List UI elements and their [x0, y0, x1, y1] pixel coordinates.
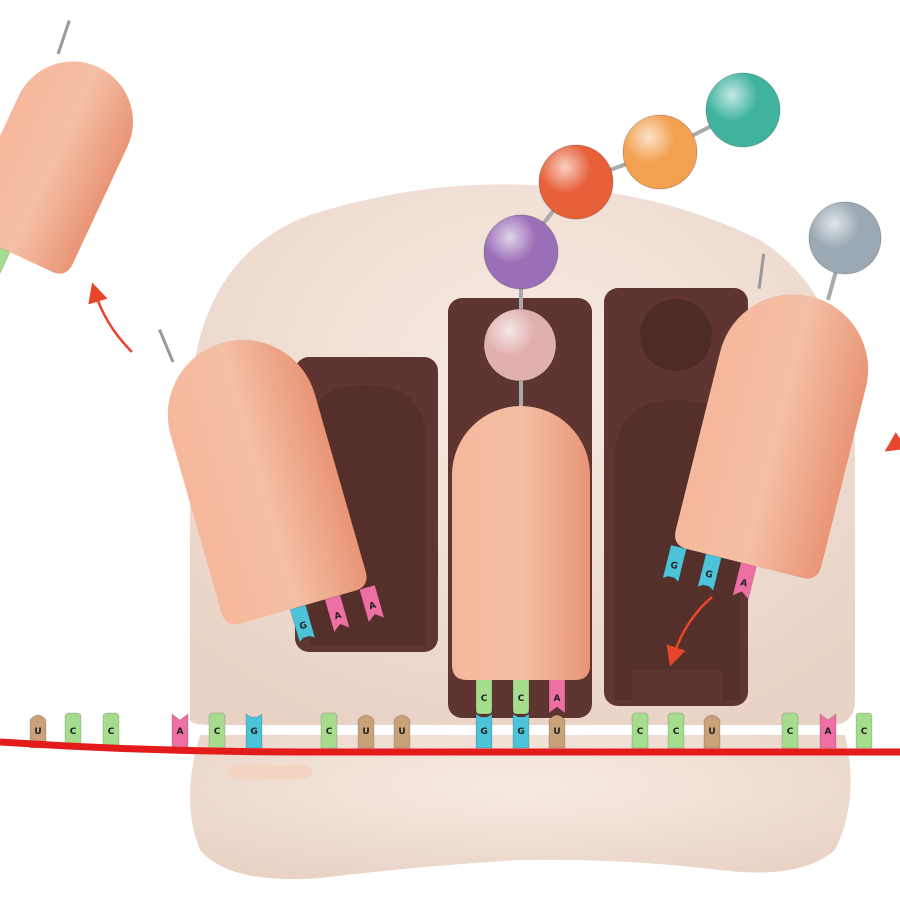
nucleotide-U: U	[548, 714, 566, 749]
nucleotide-C: C	[631, 712, 649, 749]
nucleotide-U: U	[703, 714, 721, 749]
nucleotide-letter: C	[108, 727, 115, 737]
nucleotide-C: C	[320, 712, 338, 749]
nucleotide-letter: A	[739, 578, 748, 589]
nucleotide-letter: G	[669, 561, 679, 572]
nucleotide-letter: A	[333, 611, 342, 623]
nucleotide-letter: C	[518, 694, 525, 704]
nucleotide-G: G	[662, 544, 688, 583]
amino-acid-chain-1	[483, 214, 559, 290]
nucleotide-letter: C	[481, 694, 488, 704]
nucleotide-G: G	[289, 604, 316, 644]
nucleotide-letter: U	[398, 727, 405, 737]
nucleotide-letter: U	[362, 727, 369, 737]
entry-arrow	[884, 432, 900, 452]
nucleotide-letter: C	[637, 727, 644, 737]
nucleotide-A: A	[358, 584, 385, 624]
amino-acid-p-site-residue	[483, 308, 557, 382]
trna-body	[452, 406, 590, 680]
nucleotide-C: C	[667, 712, 685, 749]
trna-a-site: G G A	[662, 253, 869, 601]
mrna-backbone	[0, 738, 900, 756]
nucleotide-G: G	[512, 713, 530, 749]
nucleotide-letter: G	[517, 727, 524, 737]
amino-acid-chain-4	[705, 72, 781, 148]
nucleotide-C: C	[512, 678, 530, 715]
nucleotide-C: C	[208, 712, 226, 749]
nucleotide-U: U	[393, 714, 411, 749]
trna-body	[0, 61, 133, 274]
nucleotide-letter: C	[673, 727, 680, 737]
acceptor-stem	[757, 253, 766, 289]
nucleotide-C: C	[102, 712, 120, 749]
nucleotide-A: A	[819, 713, 837, 749]
trna-exiting: GC	[0, 19, 133, 284]
exit-arrow	[88, 282, 133, 353]
nucleotide-C: C	[0, 244, 11, 284]
acceptor-stem	[158, 328, 175, 363]
nucleotide-letter: U	[34, 727, 41, 737]
nucleotide-A: A	[171, 713, 189, 749]
acceptor-stem	[56, 19, 71, 55]
nucleotide-letter: U	[553, 727, 560, 737]
trna-body	[167, 339, 367, 625]
nucleotide-U: U	[357, 714, 375, 749]
trna-body	[675, 294, 869, 579]
nucleotide-U: U	[29, 714, 47, 749]
nucleotide-C: C	[64, 712, 82, 749]
amino-acid-chain-3	[622, 114, 698, 190]
nucleotide-letter: A	[177, 727, 184, 737]
nucleotide-G: G	[245, 713, 263, 749]
nucleotide-letter: G	[480, 727, 487, 737]
nucleotide-letter: C	[214, 727, 221, 737]
nucleotide-letter: C	[861, 727, 868, 737]
nucleotide-letter: U	[708, 727, 715, 737]
trna-e-site: G A A	[158, 328, 385, 644]
translocation-arrow	[666, 596, 713, 667]
peptide-bond	[519, 108, 744, 254]
small-subunit	[190, 735, 851, 880]
nucleotide-C: C	[855, 712, 873, 749]
amino-acid-incoming	[808, 201, 882, 275]
nucleotide-letter: A	[825, 727, 832, 737]
nucleotide-letter: G	[704, 569, 714, 580]
nucleotide-G: G	[475, 713, 493, 749]
nucleotide-C: C	[475, 678, 493, 715]
nucleotide-letter: A	[554, 694, 561, 704]
nucleotide-letter: C	[787, 727, 794, 737]
nucleotide-letter: C	[326, 727, 333, 737]
amino-acid-chain-2	[538, 144, 614, 220]
small-subunit-groove	[228, 765, 312, 779]
nucleotide-letter: C	[70, 727, 77, 737]
nucleotide-letter: A	[368, 601, 377, 613]
nucleotide-letter: G	[250, 727, 257, 737]
nucleotide-letter: G	[298, 621, 308, 633]
nucleotide-C: C	[781, 712, 799, 749]
